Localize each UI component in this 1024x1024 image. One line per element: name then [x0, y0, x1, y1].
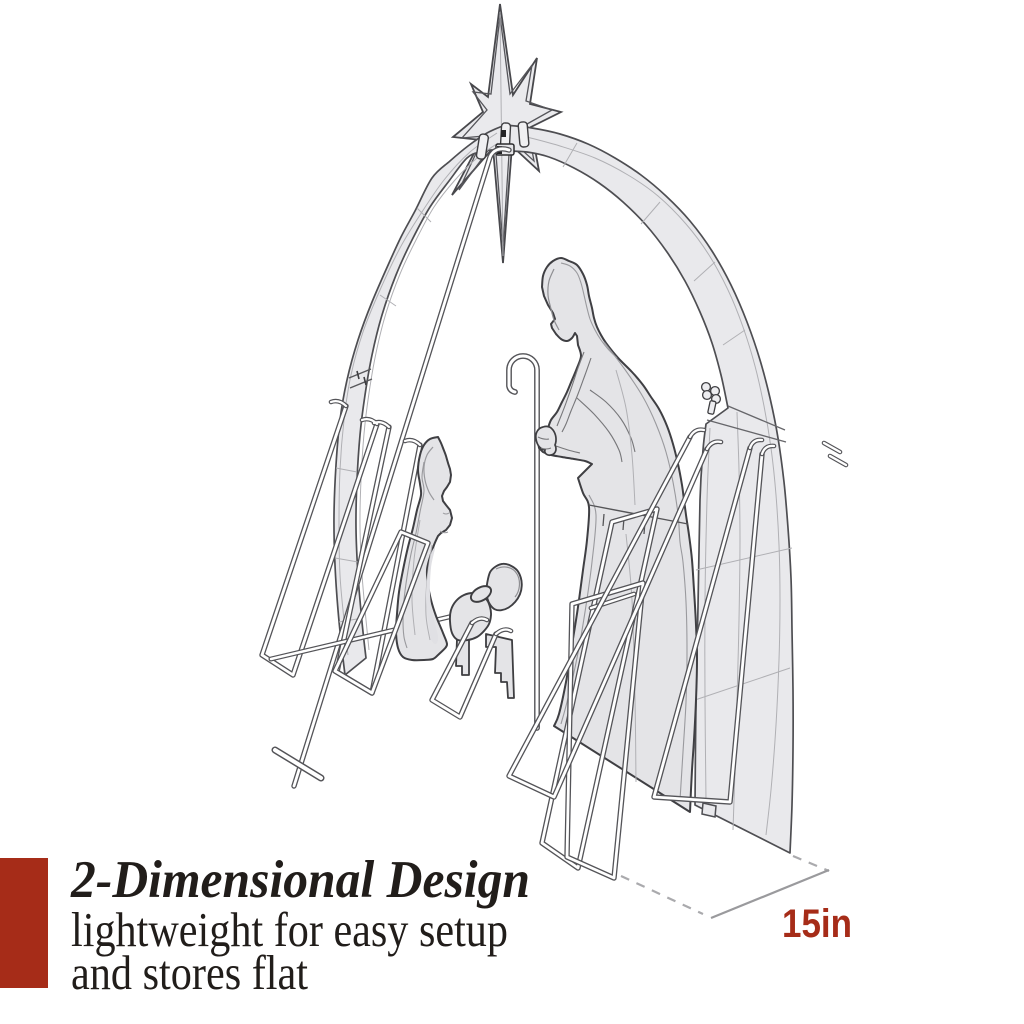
svg-text:2-Dimensional Design: 2-Dimensional Design [70, 851, 530, 909]
svg-text:15in: 15in [782, 902, 852, 946]
svg-text:lightweight for easy setup: lightweight for easy setup [71, 902, 508, 957]
svg-text:and stores flat: and stores flat [71, 945, 308, 1000]
